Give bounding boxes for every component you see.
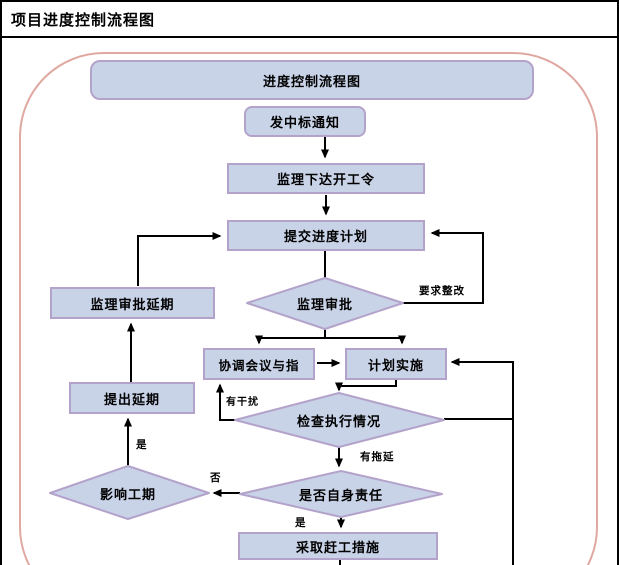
node-coordination-meeting-label: 协调会议与指 — [218, 357, 300, 373]
decision-check-execution-shape — [234, 392, 445, 448]
page-title: 项目进度控制流程图 — [11, 10, 156, 29]
node-commencement-order: 监理下达开工令 — [227, 163, 425, 194]
flowchart-outer-frame — [19, 52, 598, 565]
decision-affect-schedule-shape — [49, 465, 210, 520]
node-plan-implementation: 计划实施 — [345, 348, 447, 380]
edge-rectification-loop — [403, 229, 484, 304]
edge-label-has-interference: 有干扰 — [225, 393, 260, 408]
edge-label-yes-affect: 是 — [135, 437, 149, 452]
node-propose-delay-label: 提出延期 — [103, 392, 160, 408]
edge-label-require-rectification: 要求整改 — [418, 283, 466, 298]
node-catch-up-measures: 采取赶工措施 — [238, 532, 438, 560]
node-issue-award-notice-label: 发中标通知 — [269, 116, 340, 131]
node-flowchart-header: 进度控制流程图 — [90, 60, 534, 100]
edge-delayapprove-to-plan — [137, 232, 222, 286]
edge-label-has-delay: 有拖延 — [359, 449, 396, 464]
node-plan-implementation-label: 计划实施 — [367, 358, 424, 374]
node-flowchart-header-label: 进度控制流程图 — [262, 74, 361, 90]
decision-supervisor-approval-shape — [246, 277, 404, 330]
edge-interference-loop — [216, 383, 235, 421]
edge-impl-to-check — [335, 380, 397, 392]
node-submit-schedule-plan-label: 提交进度计划 — [283, 230, 368, 245]
document-title-bar: 项目进度控制流程图 — [2, 2, 617, 38]
node-propose-delay: 提出延期 — [69, 382, 195, 414]
node-catch-up-measures-label: 采取赶工措施 — [295, 540, 380, 556]
edge-label-no-responsibility: 否 — [209, 470, 223, 485]
decision-own-responsibility-shape — [239, 470, 443, 518]
node-supervisor-approve-delay: 监理审批延期 — [50, 287, 215, 319]
node-commencement-order-label: 监理下达开工令 — [276, 173, 375, 188]
node-coordination-meeting: 协调会议与指 — [203, 348, 315, 380]
node-supervisor-approve-delay-label: 监理审批延期 — [90, 297, 175, 313]
edge-label-yes-responsibility: 是 — [294, 515, 308, 530]
edge-right-loop-to-impl — [450, 358, 514, 565]
node-submit-schedule-plan: 提交进度计划 — [227, 220, 425, 251]
node-issue-award-notice: 发中标通知 — [244, 106, 366, 137]
